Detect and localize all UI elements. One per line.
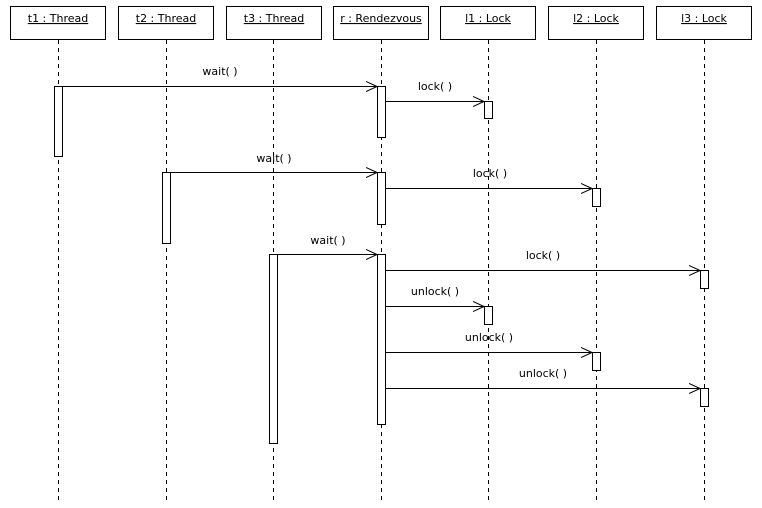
activation-l1-2 — [484, 306, 493, 325]
activation-t3 — [269, 254, 278, 444]
lifeline-head-l3[interactable]: l3 : Lock — [656, 6, 752, 40]
lifeline-head-l1[interactable]: l1 : Lock — [440, 6, 536, 40]
lifeline-label-l1: l1 : Lock — [465, 12, 511, 25]
activation-l3-2 — [700, 388, 709, 407]
lifeline-label-r: r : Rendezvous — [340, 12, 422, 25]
lifeline-label-t3: t3 : Thread — [244, 12, 304, 25]
activation-t1 — [54, 86, 63, 157]
lifeline-head-t3[interactable]: t3 : Thread — [226, 6, 322, 40]
activation-l3-1 — [700, 270, 709, 289]
activation-r-3 — [377, 254, 386, 425]
activation-l2-1 — [592, 188, 601, 207]
lifeline-head-r[interactable]: r : Rendezvous — [333, 6, 429, 40]
activation-l2-2 — [592, 352, 601, 371]
message-label-0: wait( ) — [202, 65, 237, 78]
activation-l1-1 — [484, 101, 493, 119]
lifeline-label-l2: l2 : Lock — [573, 12, 619, 25]
lifeline-label-t1: t1 : Thread — [28, 12, 88, 25]
lifeline-head-t1[interactable]: t1 : Thread — [10, 6, 106, 40]
lifeline-label-l3: l3 : Lock — [681, 12, 727, 25]
message-label-2: wait( ) — [256, 152, 291, 165]
message-label-5: lock( ) — [526, 249, 560, 262]
message-label-8: unlock( ) — [519, 367, 567, 380]
message-label-4: wait( ) — [310, 234, 345, 247]
activation-r-2 — [377, 172, 386, 225]
message-label-1: lock( ) — [418, 80, 452, 93]
message-label-6: unlock( ) — [411, 285, 459, 298]
lifeline-head-l2[interactable]: l2 : Lock — [548, 6, 644, 40]
message-label-7: unlock( ) — [465, 331, 513, 344]
activation-t2 — [162, 172, 171, 244]
lifeline-head-t2[interactable]: t2 : Thread — [118, 6, 214, 40]
activation-r-1 — [377, 86, 386, 138]
message-label-3: lock( ) — [473, 167, 507, 180]
lifeline-label-t2: t2 : Thread — [136, 12, 196, 25]
